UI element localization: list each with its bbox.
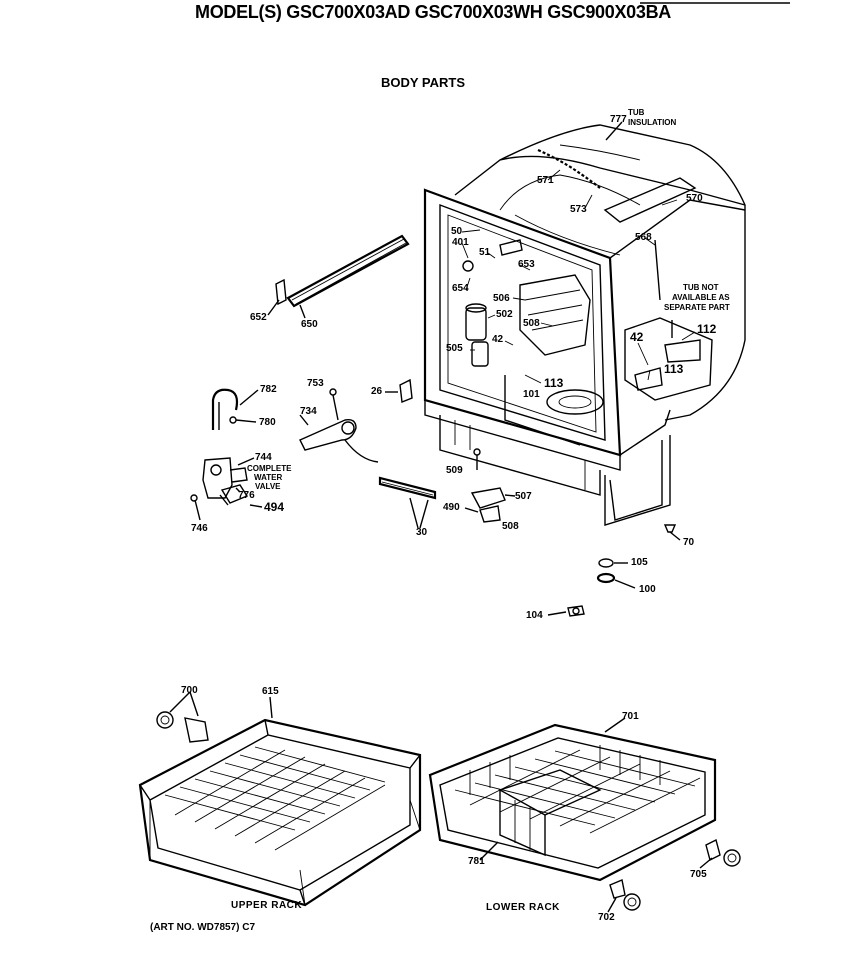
part-label-568: 568 [635, 232, 652, 243]
part-label-782: 782 [260, 384, 277, 395]
water-valve-assembly [190, 457, 263, 521]
part-label-615: 615 [262, 686, 279, 697]
part-label-506: 506 [493, 293, 510, 304]
note-tub-insulation-line1: TUB [628, 108, 645, 117]
part-label-51: 51 [479, 247, 491, 258]
part-label-702: 702 [598, 912, 615, 923]
part-label-50: 50 [451, 226, 463, 237]
part-label-508-b: 508 [502, 521, 519, 532]
part-label-42-a: 42 [492, 334, 504, 345]
cable-assembly [299, 378, 413, 463]
part-label-744: 744 [255, 452, 272, 463]
part-label-30: 30 [416, 527, 428, 538]
part-label-734: 734 [300, 406, 317, 417]
lower-fasteners [464, 448, 516, 523]
part-label-573: 573 [570, 204, 587, 215]
part-label-113-b: 113 [664, 362, 684, 376]
part-label-112: 112 [697, 322, 717, 336]
art-number: (ART NO. WD7857) C7 [150, 922, 256, 933]
part-label-26: 26 [371, 386, 383, 397]
part-label-113-a: 113 [544, 376, 564, 390]
tub-assembly [423, 124, 746, 526]
part-label-746: 746 [191, 523, 208, 534]
note-tub-insulation-line2: INSULATION [628, 118, 677, 127]
part-label-652: 652 [250, 312, 267, 323]
callout-leaders [461, 169, 696, 384]
part-label-650: 650 [301, 319, 318, 330]
part-label-700: 700 [181, 685, 198, 696]
part-label-104: 104 [526, 610, 543, 621]
note-water-valve-line2: WATER [254, 473, 283, 482]
part-label-777: 777 [610, 114, 627, 125]
note-water-valve-line1: COMPLETE [247, 464, 292, 473]
upper-rack-caption: UPPER RACK [231, 900, 303, 911]
note-tub-not-line3: SEPARATE PART [664, 303, 730, 312]
part-label-70: 70 [683, 537, 695, 548]
model-header: MODEL(S) GSC700X03AD GSC700X03WH GSC900X… [195, 2, 671, 22]
note-water-valve-line3: VALVE [255, 482, 281, 491]
part-label-701: 701 [622, 711, 639, 722]
part-label-105: 105 [631, 557, 648, 568]
part-label-653: 653 [518, 259, 535, 270]
part-label-508: 508 [523, 318, 540, 329]
part-label-509: 509 [446, 465, 463, 476]
part-label-753: 753 [307, 378, 324, 389]
part-label-776: 776 [238, 490, 255, 501]
lower-rack-drawing [428, 717, 741, 913]
part-label-101: 101 [523, 389, 540, 400]
part-label-100: 100 [639, 584, 656, 595]
heating-element-bar [378, 476, 437, 529]
note-tub-not-line2: AVAILABLE AS [672, 293, 730, 302]
tub-side-bracket [624, 317, 713, 401]
section-title: BODY PARTS [381, 75, 466, 90]
part-label-494: 494 [264, 500, 285, 514]
leveling-feet [547, 524, 681, 617]
part-label-401: 401 [452, 237, 469, 248]
upper-rack-drawing [138, 691, 422, 907]
part-label-502: 502 [496, 309, 513, 320]
part-label-705: 705 [690, 869, 707, 880]
door-bar-assembly [267, 234, 410, 319]
part-label-571: 571 [537, 175, 554, 186]
hose-assembly [211, 388, 259, 430]
note-tub-not-line1: TUB NOT [683, 283, 719, 292]
part-label-781: 781 [468, 856, 485, 867]
part-label-507: 507 [515, 491, 532, 502]
lower-rack-caption: LOWER RACK [486, 902, 560, 913]
part-label-42-b: 42 [630, 330, 644, 344]
part-label-570: 570 [686, 193, 703, 204]
part-label-654: 654 [452, 283, 469, 294]
part-label-780: 780 [259, 417, 276, 428]
part-label-505: 505 [446, 343, 463, 354]
part-label-490: 490 [443, 502, 460, 513]
